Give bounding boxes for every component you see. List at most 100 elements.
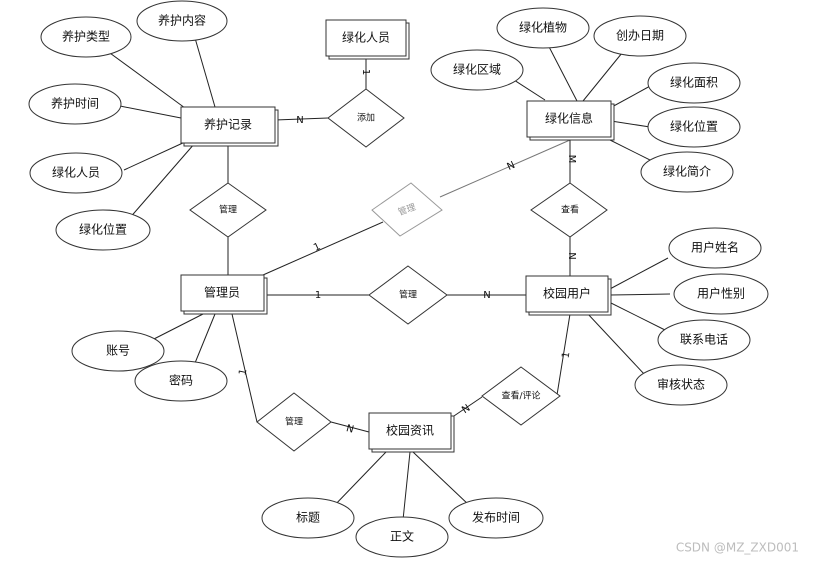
line-password [194, 313, 216, 364]
attr-maintenance-time: 养护时间 [28, 83, 122, 125]
line-publish-time [412, 451, 471, 507]
svg-text:养护时间: 养护时间 [51, 96, 99, 111]
svg-text:正文: 正文 [390, 529, 414, 544]
svg-text:联系电话: 联系电话 [680, 333, 728, 347]
svg-text:绿化植物: 绿化植物 [519, 20, 567, 35]
svg-text:养护内容: 养护内容 [158, 13, 206, 28]
entity-label: 绿化信息 [545, 111, 593, 126]
svg-text:发布时间: 发布时间 [472, 510, 520, 525]
svg-text:查看/评论: 查看/评论 [501, 390, 540, 402]
attr-green-area: 绿化面积 [647, 62, 741, 104]
card-user-comment: 1 [561, 351, 573, 359]
line-maintenance-time [119, 105, 182, 119]
svg-text:密码: 密码 [169, 373, 193, 388]
card-user-view: N [566, 252, 577, 259]
line-manage-news-news [330, 421, 370, 433]
entity-label: 养护记录 [204, 117, 252, 132]
svg-text:管理: 管理 [219, 204, 237, 216]
card-green-admin: N [505, 160, 516, 173]
attr-green-intro: 绿化简介 [640, 151, 734, 193]
attr-green-plant: 绿化植物 [496, 7, 590, 49]
card-admin-green: 1 [312, 241, 322, 254]
svg-text:绿化位置: 绿化位置 [79, 222, 127, 237]
attr-maintenance-content: 养护内容 [136, 0, 228, 42]
rel-manage-user: 管理 [368, 265, 448, 325]
line-user-gender [609, 293, 671, 296]
watermark: CSDN @MZ_ZXD001 [676, 541, 799, 555]
svg-text:标题: 标题 [296, 511, 320, 525]
line-admin-manage-green [262, 221, 384, 276]
card-admin-user: 1 [315, 290, 321, 301]
attr-review-status: 审核状态 [634, 364, 728, 406]
rel-add: 添加 [327, 88, 405, 148]
card-green-view: M [566, 155, 577, 164]
line-green-plant [544, 38, 578, 102]
card-record-add: N [296, 115, 303, 126]
svg-text:管理: 管理 [399, 289, 417, 301]
svg-text:管理: 管理 [285, 416, 303, 428]
svg-text:绿化人员: 绿化人员 [52, 165, 100, 180]
attr-user-gender: 用户性别 [673, 273, 769, 315]
line-green-area [609, 84, 653, 109]
svg-text:查看: 查看 [561, 204, 579, 216]
line-comment-user [556, 313, 571, 396]
rel-manage-record: 管理 [189, 182, 267, 238]
svg-text:创办日期: 创办日期 [616, 28, 664, 43]
entity-green-info: 绿化信息 [526, 100, 615, 141]
attr-title: 标题 [261, 497, 355, 539]
line-phone [604, 299, 666, 331]
card-admin-news: 1 [237, 368, 249, 377]
svg-text:用户姓名: 用户姓名 [691, 240, 739, 255]
entity-campus-user: 校园用户 [525, 275, 612, 316]
attr-password: 密码 [134, 360, 228, 402]
line-founded-date [582, 52, 623, 102]
line-account [149, 312, 206, 342]
attr-green-region: 绿化区域 [430, 49, 524, 91]
attr-maintenance-type: 养护类型 [40, 16, 132, 58]
entity-label: 管理员 [204, 285, 240, 300]
rel-view: 查看 [530, 182, 608, 238]
svg-text:绿化位置: 绿化位置 [670, 119, 718, 134]
line-manage-green-info [439, 139, 571, 198]
attr-phone: 联系电话 [657, 319, 751, 361]
line-green-location [610, 120, 651, 128]
line-review-status [586, 312, 646, 376]
line-user-name [607, 257, 669, 291]
line-maintenance-content [194, 37, 216, 108]
svg-text:添加: 添加 [357, 113, 375, 124]
card-news-admin: N [345, 423, 355, 436]
entity-maintenance-record: 养护记录 [180, 106, 279, 147]
attr-mr-green-location: 绿化位置 [55, 209, 151, 251]
entity-campus-news: 校园资讯 [368, 412, 455, 453]
line-admin-manage-news [231, 313, 258, 423]
line-record-add [274, 117, 329, 121]
attr-user-name: 用户姓名 [668, 227, 762, 269]
attr-body: 正文 [355, 516, 449, 558]
attr-mr-green-staff: 绿化人员 [29, 152, 123, 194]
card-user-admin: N [483, 290, 490, 301]
entity-label: 校园用户 [543, 286, 591, 301]
svg-text:审核状态: 审核状态 [657, 377, 705, 392]
line-mr-green-location [127, 142, 196, 221]
attr-founded-date: 创办日期 [593, 15, 687, 57]
attr-publish-time: 发布时间 [448, 497, 544, 539]
svg-text:绿化面积: 绿化面积 [670, 75, 718, 90]
entity-label: 校园资讯 [386, 423, 434, 438]
line-title [331, 451, 387, 509]
rel-manage-news: 管理 [256, 392, 332, 452]
rel-view-comment: 查看/评论 [481, 366, 561, 426]
svg-text:绿化简介: 绿化简介 [663, 164, 711, 179]
attr-gi-green-location: 绿化位置 [647, 106, 741, 148]
line-body [402, 451, 411, 521]
svg-text:用户性别: 用户性别 [697, 286, 745, 301]
line-mr-green-staff [123, 141, 186, 171]
entity-admin: 管理员 [180, 274, 268, 315]
svg-text:绿化区域: 绿化区域 [453, 62, 501, 77]
entity-green-staff: 绿化人员 [325, 19, 410, 60]
card-staff-add: 1 [360, 69, 371, 75]
entity-label: 绿化人员 [342, 30, 390, 45]
rel-manage-green: 管理 [371, 182, 443, 237]
svg-text:账号: 账号 [106, 344, 130, 358]
attr-account: 账号 [71, 330, 165, 372]
